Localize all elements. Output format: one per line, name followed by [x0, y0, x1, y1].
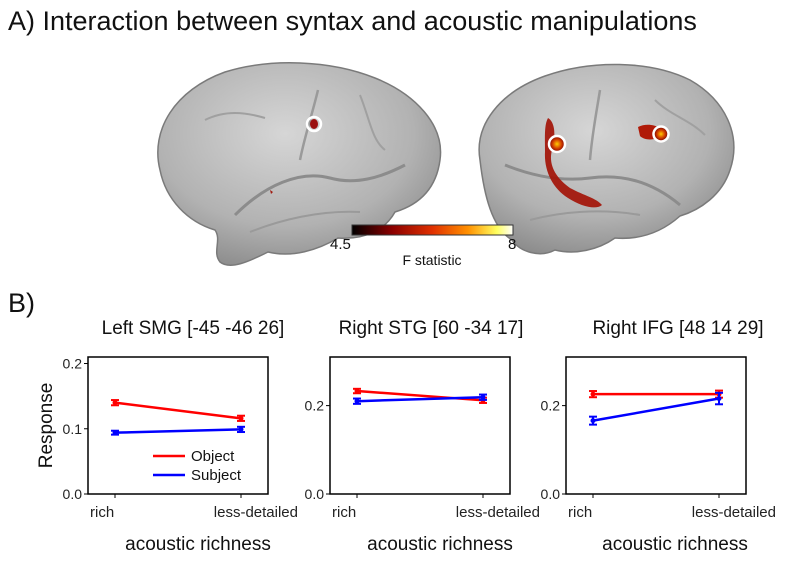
y-tick-label: 0.2 [541, 398, 561, 414]
data-point [354, 388, 360, 394]
minor-activation [270, 190, 273, 194]
stg-activation-blob [549, 136, 565, 152]
data-point [590, 418, 596, 424]
panel-b-label: B) [8, 288, 35, 318]
rh-temporal-sulcus [529, 210, 641, 221]
xaxis-title-left-smg: acoustic richness [125, 534, 271, 555]
chart-title-left-smg: Left SMG [-45 -46 26] [101, 318, 285, 339]
x-tick-label: rich [90, 504, 114, 521]
data-point [112, 430, 118, 436]
colorbar-min-label: 4.5 [330, 236, 351, 253]
chart-title-right-stg: Right STG [60 -34 17] [338, 318, 524, 339]
rh-central-sulcus [588, 89, 602, 161]
x-tick-label: rich [332, 504, 356, 521]
legend-label-object: Object [191, 448, 235, 465]
y-tick-label: 0.2 [63, 356, 83, 372]
plot-frame [329, 356, 511, 495]
y-tick-label: 0.2 [305, 398, 325, 414]
series-line-subject [114, 428, 242, 434]
sylvian-fissure [233, 163, 406, 217]
y-tick-label: 0.0 [541, 486, 561, 502]
stg-activation-cluster [544, 118, 602, 208]
central-sulcus [298, 89, 320, 161]
colorbar-max-label: 8 [508, 236, 517, 253]
smg-activation-blob [310, 119, 318, 129]
stg-peak-marker [547, 134, 567, 154]
colorbar-title: F statistic [402, 252, 462, 268]
y-axis-title: Response [36, 383, 57, 469]
panel-a-title: A) Interaction between syntax and acoust… [8, 6, 697, 36]
series-line-subject [356, 395, 484, 403]
smg-peak-marker [305, 115, 323, 133]
rh-sylvian-fissure [504, 163, 681, 207]
parietal-sulcus [204, 112, 266, 121]
data-point [354, 398, 360, 404]
series-line-subject [592, 397, 720, 422]
legend-label-subject: Subject [191, 467, 242, 484]
data-point [238, 426, 244, 432]
ifg-peak-marker [652, 125, 670, 143]
rh-parietal-sulcus [654, 99, 706, 136]
data-point [716, 396, 722, 402]
temporal-sulcus [249, 210, 361, 233]
ifg-activation-blob [654, 127, 668, 141]
right-hemisphere [478, 63, 735, 255]
x-tick-label: less-detailed [456, 504, 540, 521]
data-point [112, 400, 118, 406]
x-tick-label: rich [568, 504, 592, 521]
plot-frame [87, 356, 269, 495]
plot-frame [565, 356, 747, 495]
x-tick-label: less-detailed [214, 504, 298, 521]
data-point [238, 415, 244, 421]
y-tick-label: 0.0 [63, 486, 83, 502]
colorbar [351, 224, 514, 236]
data-point [590, 391, 596, 397]
chart-title-right-ifg: Right IFG [48 14 29] [592, 318, 764, 339]
xaxis-title-right-stg: acoustic richness [367, 534, 513, 555]
frontal-sulcus [359, 94, 386, 151]
xaxis-title-right-ifg: acoustic richness [602, 534, 748, 555]
data-point [480, 394, 486, 400]
y-tick-label: 0.0 [305, 486, 325, 502]
left-hemisphere [157, 62, 442, 266]
series-line-object [114, 401, 242, 420]
y-tick-label: 0.1 [63, 421, 83, 437]
x-tick-label: less-detailed [692, 504, 776, 521]
